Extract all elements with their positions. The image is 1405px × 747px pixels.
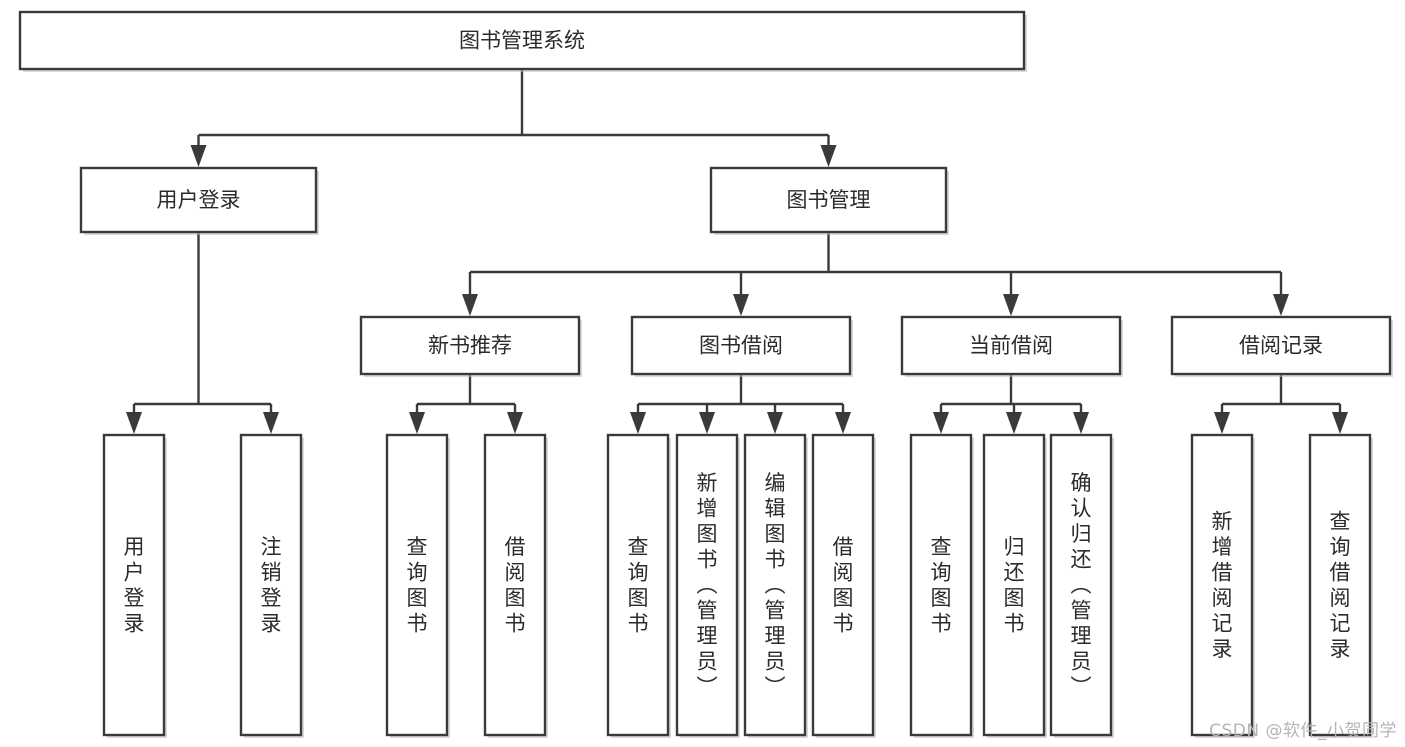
node-box[interactable] [1170,315,1392,376]
node-label: 借阅图书 [505,535,526,636]
node-label: 新增借阅记录 [1212,509,1233,661]
node-new-book-recommend[interactable]: 新书推荐 [359,315,582,377]
node-box[interactable] [1049,433,1113,737]
node-label: 新增图书︵管理员︶ [697,471,718,699]
node-label: 借阅记录 [1239,334,1323,358]
node-leaf-user-logout[interactable]: 注销登录 [239,433,304,738]
node-label: 图书管理系统 [459,29,585,53]
node-borrow-record[interactable]: 借阅记录 [1170,315,1393,377]
connector-layer [126,69,1348,434]
node-label: 查询图书 [628,535,649,636]
node-box[interactable] [900,315,1122,376]
node-box[interactable] [606,433,670,737]
node-leaf-query-book-1[interactable]: 查询图书 [385,433,450,738]
node-box[interactable] [239,433,303,737]
node-box[interactable] [909,433,973,737]
node-label: 归还图书 [1004,535,1025,636]
node-label: 编辑图书︵管理员︶ [765,471,786,699]
node-leaf-borrow-book-1[interactable]: 借阅图书 [483,433,548,738]
node-box[interactable] [79,166,318,234]
node-label: 确认归还︵管理员︶ [1071,471,1092,699]
node-label: 图书借阅 [699,334,783,358]
node-box[interactable] [743,433,807,737]
node-user-login[interactable]: 用户登录 [79,166,319,235]
node-label: 新书推荐 [428,334,512,358]
node-label: 图书管理 [787,188,871,212]
csdn-watermark: CSDN @软件_小贺同学 [1209,721,1397,741]
node-label: 借阅图书 [833,535,854,636]
node-box[interactable] [630,315,852,376]
node-book-borrow[interactable]: 图书借阅 [630,315,853,377]
node-leaf-edit-book[interactable]: 编辑图书︵管理员︶ [743,433,808,738]
node-label: 查询图书 [407,535,428,636]
node-box[interactable] [811,433,875,737]
node-box[interactable] [18,10,1026,71]
node-leaf-query-book-2[interactable]: 查询图书 [606,433,671,738]
node-book-manage[interactable]: 图书管理 [709,166,949,235]
node-label: 查询借阅记录 [1330,509,1351,661]
node-box[interactable] [102,433,166,737]
node-current-borrow[interactable]: 当前借阅 [900,315,1123,377]
node-box[interactable] [982,433,1046,737]
node-label: 查询图书 [931,535,952,636]
node-label: 注销登录 [261,535,282,636]
node-leaf-borrow-book-2[interactable]: 借阅图书 [811,433,876,738]
node-label: 当前借阅 [969,334,1053,358]
node-leaf-user-login[interactable]: 用户登录 [102,433,167,738]
node-leaf-query-borrow-record[interactable]: 查询借阅记录 [1308,433,1373,738]
node-root[interactable]: 图书管理系统 [18,10,1027,72]
node-layer: 图书管理系统用户登录图书管理新书推荐图书借阅当前借阅借阅记录用户登录注销登录查询… [18,10,1393,738]
node-label: 用户登录 [124,535,145,636]
node-box[interactable] [1190,433,1254,737]
node-box[interactable] [675,433,739,737]
node-label: 用户登录 [157,188,241,212]
node-box[interactable] [385,433,449,737]
node-leaf-add-borrow-record[interactable]: 新增借阅记录 [1190,433,1255,738]
node-leaf-add-book[interactable]: 新增图书︵管理员︶ [675,433,740,738]
node-leaf-query-book-3[interactable]: 查询图书 [909,433,974,738]
node-box[interactable] [359,315,581,376]
node-box[interactable] [1308,433,1372,737]
node-box[interactable] [483,433,547,737]
node-box[interactable] [709,166,948,234]
node-leaf-confirm-return[interactable]: 确认归还︵管理员︶ [1049,433,1114,738]
node-leaf-return-book[interactable]: 归还图书 [982,433,1047,738]
